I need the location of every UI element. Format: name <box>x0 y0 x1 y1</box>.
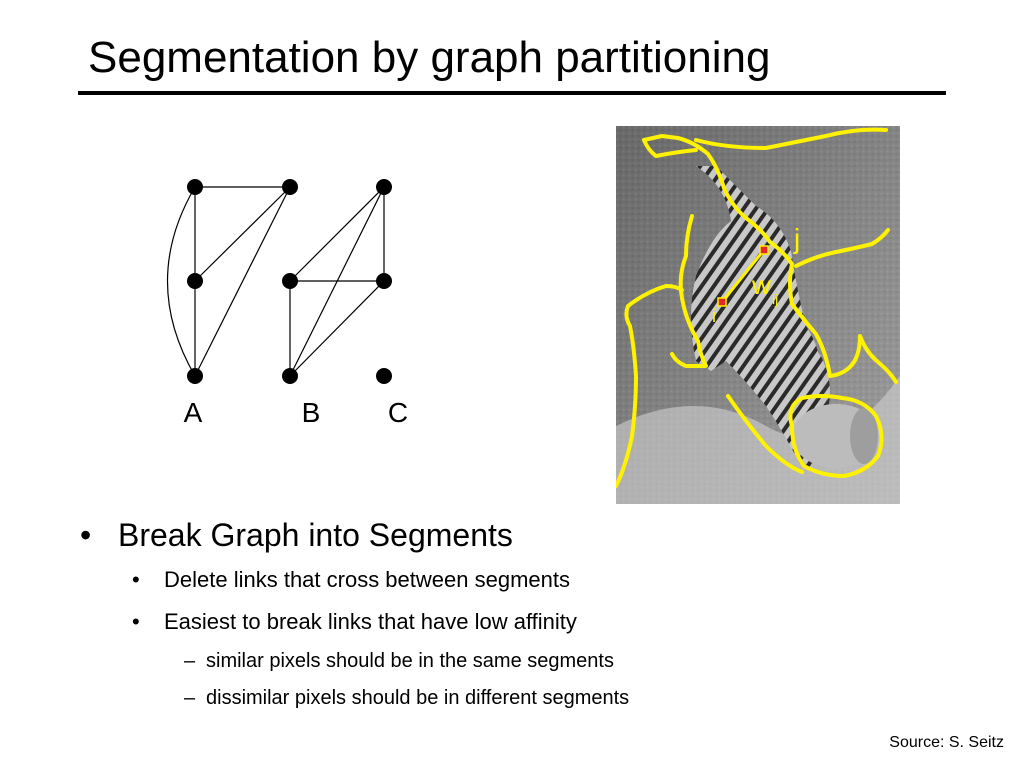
graph-node <box>376 273 392 289</box>
pixel-j-marker <box>759 245 769 255</box>
graph-node <box>376 179 392 195</box>
tiger-segmentation-image: j w ij i <box>616 126 900 504</box>
graph-label-b: B <box>302 397 321 428</box>
dash-marker: – <box>184 687 196 709</box>
affinity-edge <box>720 249 766 303</box>
graph-node <box>187 179 203 195</box>
segmentation-outline <box>694 127 888 150</box>
affinity-weight-subscript: ij <box>772 291 778 307</box>
bullet-marker: • <box>132 567 140 592</box>
segmentation-outline <box>642 138 698 158</box>
graph-edge <box>167 186 196 377</box>
ground-highlight <box>616 376 900 504</box>
graph-node <box>282 179 298 195</box>
segmentation-outline <box>670 214 708 368</box>
graph-diagram: A B C <box>167 179 408 428</box>
segmentation-outline <box>642 134 898 384</box>
graph-node <box>376 368 392 384</box>
sub-bullet-text: Delete links that cross between segments <box>164 567 570 592</box>
graph-edge <box>289 280 385 377</box>
pixel-i-marker <box>717 297 727 307</box>
source-credit: Source: S. Seitz <box>889 734 1004 751</box>
sub-sub-bullet-text: similar pixels should be in the same seg… <box>206 650 614 672</box>
bullet-marker: • <box>132 609 140 634</box>
sub-bullet-text: Easiest to break links that have low aff… <box>164 609 577 634</box>
graph-node <box>187 368 203 384</box>
graph-node <box>187 273 203 289</box>
graph-label-a: A <box>184 397 203 428</box>
graph-edge <box>194 186 291 377</box>
segmentation-outline <box>788 394 884 478</box>
affinity-weight-label: w <box>751 270 771 300</box>
graph-edge <box>289 186 385 282</box>
graph-edge <box>194 186 291 282</box>
segmentation-outline <box>616 284 684 488</box>
log-end <box>850 408 878 464</box>
graph-node <box>282 368 298 384</box>
pixel-j-label: j <box>793 223 800 254</box>
bullet-text: Break Graph into Segments <box>118 517 513 553</box>
pixel-i-label: i <box>712 306 716 326</box>
graph-node <box>282 273 298 289</box>
slide-title: Segmentation by graph partitioning <box>88 33 771 82</box>
graph-label-c: C <box>388 397 408 428</box>
sub-sub-bullet-text: dissimilar pixels should be in different… <box>206 687 630 709</box>
dash-marker: – <box>184 650 196 672</box>
segmentation-outline <box>794 228 890 268</box>
bullet-marker: • <box>80 517 92 553</box>
title-rule <box>78 91 946 95</box>
segmentation-outline <box>726 394 804 474</box>
